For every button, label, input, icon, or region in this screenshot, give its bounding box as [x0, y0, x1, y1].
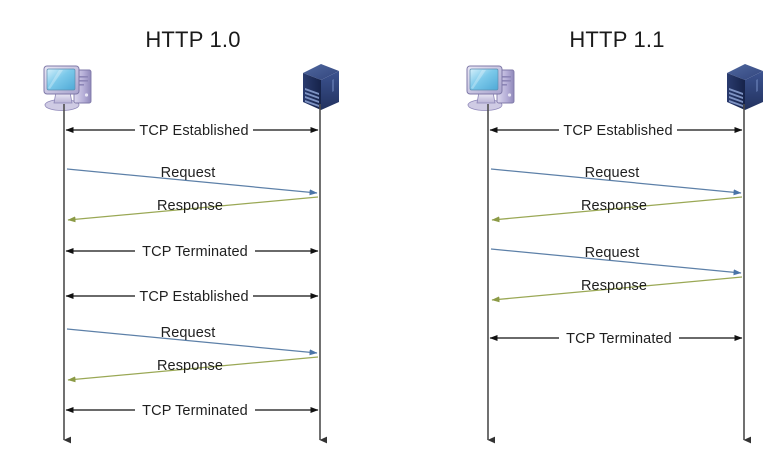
message-tcp-established-1-http-10: TCP Established	[65, 123, 319, 139]
message-label: TCP Established	[563, 123, 672, 139]
message-request-1-http-10: Request	[66, 165, 318, 196]
diagram-http-11: HTTP 1.1	[466, 27, 763, 444]
message-response-2-http-11: Response	[491, 276, 743, 303]
message-label: Request	[585, 165, 640, 181]
message-label: Response	[581, 198, 647, 214]
message-label: Request	[161, 325, 216, 341]
client-computer-icon	[43, 65, 92, 111]
message-tcp-terminated-1-http-11: TCP Terminated	[489, 331, 743, 347]
message-label: Request	[585, 245, 640, 261]
message-request-1-http-11: Request	[490, 165, 742, 196]
arrow-request	[490, 248, 742, 276]
message-request-2-http-11: Request	[490, 245, 742, 276]
diagram-title-http-10: HTTP 1.0	[145, 27, 240, 52]
arrow-response	[67, 196, 319, 223]
diagram-http-10: HTTP 1.0	[43, 27, 339, 444]
arrow-request	[66, 328, 318, 356]
message-tcp-established-2-http-10: TCP Established	[65, 289, 319, 305]
message-request-2-http-10: Request	[66, 325, 318, 356]
message-label: Response	[581, 278, 647, 294]
message-label: TCP Established	[139, 123, 248, 139]
diagram-title-http-11: HTTP 1.1	[569, 27, 664, 52]
message-label: Request	[161, 165, 216, 181]
message-label: TCP Terminated	[142, 244, 248, 260]
message-tcp-terminated-2-http-10: TCP Terminated	[65, 403, 319, 419]
message-label: Response	[157, 198, 223, 214]
message-response-1-http-11: Response	[491, 196, 743, 223]
message-tcp-terminated-1-http-10: TCP Terminated	[65, 244, 319, 260]
client-computer-icon	[466, 65, 515, 111]
arrow-request	[66, 168, 318, 196]
message-label: TCP Terminated	[566, 331, 672, 347]
arrow-response	[67, 356, 319, 383]
arrow-response	[491, 196, 743, 223]
server-rack-icon	[303, 64, 339, 110]
message-label: TCP Established	[139, 289, 248, 305]
arrow-response	[491, 276, 743, 303]
message-label: TCP Terminated	[142, 403, 248, 419]
server-rack-icon	[727, 64, 763, 110]
message-label: Response	[157, 358, 223, 374]
message-response-2-http-10: Response	[67, 356, 319, 383]
arrow-request	[490, 168, 742, 196]
message-tcp-established-1-http-11: TCP Established	[489, 123, 743, 139]
message-response-1-http-10: Response	[67, 196, 319, 223]
